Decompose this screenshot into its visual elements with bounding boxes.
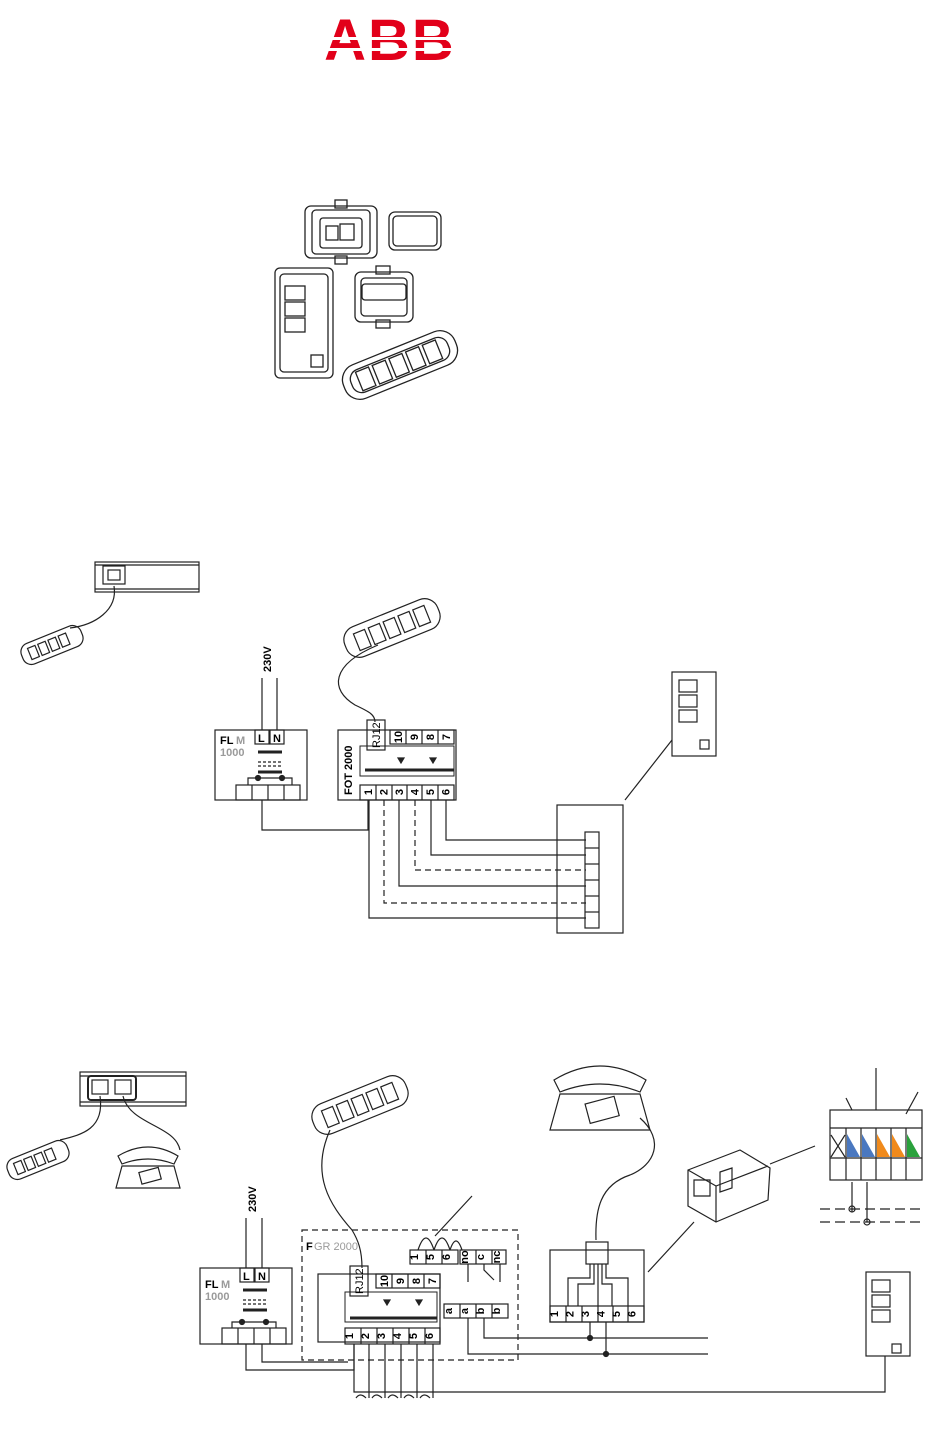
diagram-1 xyxy=(18,562,716,933)
flm-term-l: L xyxy=(258,733,265,745)
fgr-rj: RJ12 xyxy=(354,1268,366,1294)
terminal-label: 7 xyxy=(427,1278,439,1284)
terminal-label: 3 xyxy=(376,1333,388,1339)
terminal-label: 5 xyxy=(611,1311,623,1317)
flm-model: 1000 xyxy=(205,1291,229,1303)
voltage-label: 230V xyxy=(247,1186,259,1212)
flm-term-n: N xyxy=(258,1271,266,1283)
flm-model: 1000 xyxy=(220,747,244,759)
telephone-icon xyxy=(116,1147,180,1188)
terminal-label: a xyxy=(443,1307,455,1314)
blue-terminal xyxy=(847,1134,860,1157)
terminal-label: 1 xyxy=(363,789,375,795)
terminal-label: 1 xyxy=(409,1254,421,1260)
terminal-label: 8 xyxy=(425,734,437,740)
terminal-label: 7 xyxy=(441,734,453,740)
rail-socket-icon xyxy=(60,1072,186,1150)
terminal-label: 3 xyxy=(580,1311,592,1317)
orange-terminal xyxy=(877,1134,890,1157)
remote-control-icon xyxy=(338,326,463,404)
terminal-label: 2 xyxy=(360,1333,372,1339)
colored-terminals xyxy=(847,1134,920,1157)
orange-terminal xyxy=(892,1134,905,1157)
wall-transmitter-icon xyxy=(275,268,333,378)
terminal-label: 9 xyxy=(409,734,421,740)
flm-term-l: L xyxy=(243,1271,250,1283)
terminal-label: 10 xyxy=(393,731,405,743)
flm-term-n: N xyxy=(273,733,281,745)
rj12-socket-icon xyxy=(305,200,377,264)
terminal-label: 6 xyxy=(424,1333,436,1339)
blue-terminal xyxy=(862,1134,875,1157)
terminal-label: a xyxy=(459,1307,471,1314)
terminal-label: 3 xyxy=(394,789,406,795)
cover-plate-icon xyxy=(389,212,441,250)
terminal-label: c xyxy=(475,1254,487,1260)
terminal-label: 6 xyxy=(441,789,453,795)
fgr-name-b: GR 2000 xyxy=(314,1241,358,1253)
terminal-label: 5 xyxy=(425,789,437,795)
abb-logo: ABB xyxy=(324,8,456,73)
remote-control-icon xyxy=(308,1071,413,1138)
insert-module-icon xyxy=(355,266,413,328)
terminal-label: 2 xyxy=(565,1311,577,1317)
terminal-label: 9 xyxy=(395,1278,407,1284)
terminal-label: 4 xyxy=(392,1332,404,1339)
terminal-label: 6 xyxy=(441,1254,453,1260)
telephone-icon xyxy=(550,1066,650,1130)
remote-control-icon xyxy=(340,594,445,661)
terminal-label: no xyxy=(459,1250,471,1264)
flm-name-b: M xyxy=(236,735,245,747)
voltage-label: 230V xyxy=(262,646,274,672)
terminal-label: b xyxy=(491,1307,503,1314)
diagram-2 xyxy=(4,1066,922,1398)
terminal-label: b xyxy=(475,1307,487,1314)
flm-name-b: M xyxy=(221,1279,230,1291)
terminal-label: 6 xyxy=(627,1311,639,1317)
green-terminal xyxy=(907,1134,920,1157)
terminal-label: 1 xyxy=(549,1311,561,1317)
fgr-name-a: F xyxy=(306,1241,313,1253)
terminal-label: 5 xyxy=(425,1254,437,1260)
rail-socket-icon xyxy=(70,562,199,628)
terminal-label: 5 xyxy=(408,1333,420,1339)
abb-logo-text: ABB xyxy=(324,8,456,73)
terminal-label: 8 xyxy=(411,1278,423,1284)
fot-name: FOT 2000 xyxy=(343,745,355,795)
flm-name-a: FL xyxy=(220,735,234,747)
flm-name-a: FL xyxy=(205,1279,219,1291)
product-overview xyxy=(275,200,462,404)
remote-control-icon xyxy=(18,623,86,667)
terminal-label: 10 xyxy=(379,1275,391,1287)
terminal-label: 2 xyxy=(379,789,391,795)
remote-control-icon xyxy=(4,1138,72,1182)
terminal-label: 4 xyxy=(596,1310,608,1317)
terminal-label: 1 xyxy=(344,1333,356,1339)
terminal-label: nc xyxy=(491,1251,503,1264)
rj-connector-icon xyxy=(688,1146,815,1222)
fot-rj: RJ12 xyxy=(371,722,383,748)
terminal-label: 4 xyxy=(410,788,422,795)
